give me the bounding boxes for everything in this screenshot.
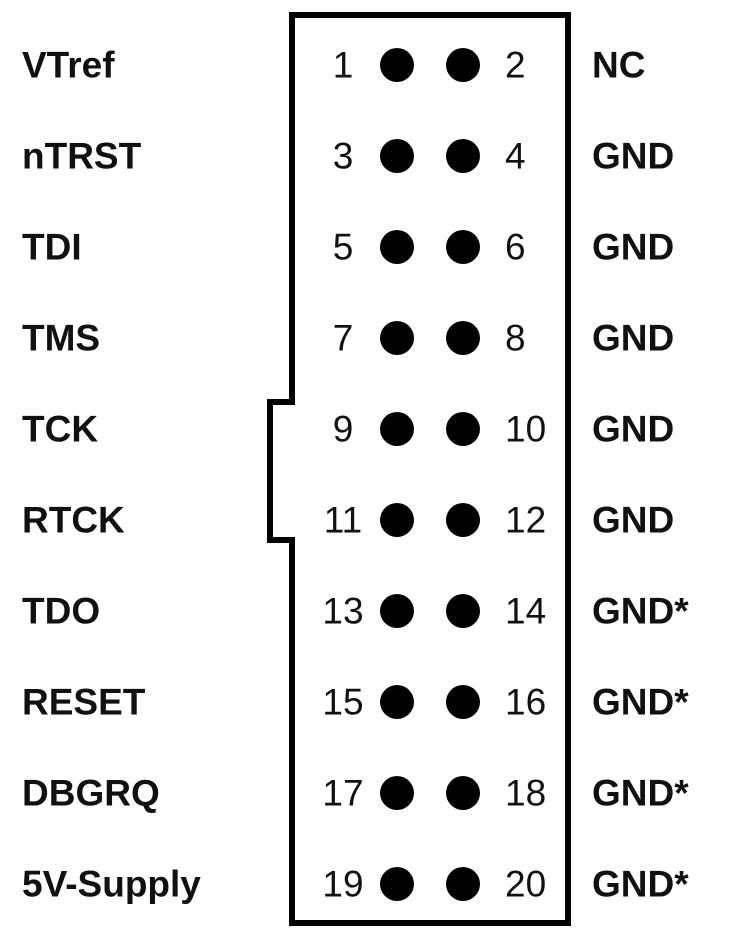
pin-number-right: 6 [505, 227, 526, 268]
pin-number-left: 19 [322, 864, 363, 905]
signal-label-right: GND [592, 409, 674, 450]
signal-label-left: TDI [22, 227, 82, 268]
pin-number-right: 8 [505, 318, 526, 359]
pin-dot-left [380, 594, 414, 628]
signal-label-left: RESET [22, 682, 146, 723]
pin-number-right: 2 [505, 45, 526, 86]
pin-number-left: 3 [333, 136, 354, 177]
pin-dot-right [446, 412, 480, 446]
signal-label-left: TMS [22, 318, 100, 359]
pin-number-left: 13 [322, 591, 363, 632]
signal-label-left: nTRST [22, 136, 142, 177]
pin-number-left: 17 [322, 773, 363, 814]
signal-label-right: GND [592, 318, 674, 359]
pin-number-right: 18 [505, 773, 546, 814]
pin-dot-right [446, 867, 480, 901]
pin-dot-left [380, 776, 414, 810]
signal-label-right: GND* [592, 682, 689, 723]
pin-number-left: 9 [333, 409, 354, 450]
pin-number-right: 12 [505, 500, 546, 541]
signal-label-left: 5V-Supply [22, 864, 201, 905]
signal-label-right: GND* [592, 591, 689, 632]
pin-dot-left [380, 321, 414, 355]
pin-number-right: 4 [505, 136, 526, 177]
pin-number-right: 20 [505, 864, 546, 905]
pin-dot-left [380, 412, 414, 446]
pin-dot-right [446, 594, 480, 628]
signal-label-right: GND* [592, 864, 689, 905]
pin-dot-right [446, 503, 480, 537]
connector-outline [267, 12, 571, 926]
signal-label-right: GND [592, 500, 674, 541]
signal-label-left: DBGRQ [22, 773, 160, 814]
pin-dot-left [380, 230, 414, 264]
pin-dot-right [446, 230, 480, 264]
pin-dot-left [380, 48, 414, 82]
signal-label-left: TDO [22, 591, 100, 632]
signal-label-left: VTref [22, 45, 115, 86]
pin-number-left: 15 [322, 682, 363, 723]
pin-dot-left [380, 139, 414, 173]
pin-number-left: 1 [333, 45, 354, 86]
pin-dot-right [446, 321, 480, 355]
pin-dot-right [446, 685, 480, 719]
signal-label-right: GND* [592, 773, 689, 814]
signal-label-left: TCK [22, 409, 98, 450]
pin-number-right: 14 [505, 591, 546, 632]
pin-dot-right [446, 139, 480, 173]
signal-label-right: GND [592, 136, 674, 177]
pin-dot-right [446, 48, 480, 82]
pin-number-left: 11 [324, 500, 362, 541]
pin-number-left: 5 [333, 227, 354, 268]
pin-dot-left [380, 685, 414, 719]
signal-label-right: NC [592, 45, 645, 86]
pin-number-right: 10 [505, 409, 546, 450]
pin-number-left: 7 [333, 318, 354, 359]
pin-number-right: 16 [505, 682, 546, 723]
pin-dot-left [380, 867, 414, 901]
pin-dot-right [446, 776, 480, 810]
pin-dot-left [380, 503, 414, 537]
signal-label-right: GND [592, 227, 674, 268]
signal-label-left: RTCK [22, 500, 125, 541]
